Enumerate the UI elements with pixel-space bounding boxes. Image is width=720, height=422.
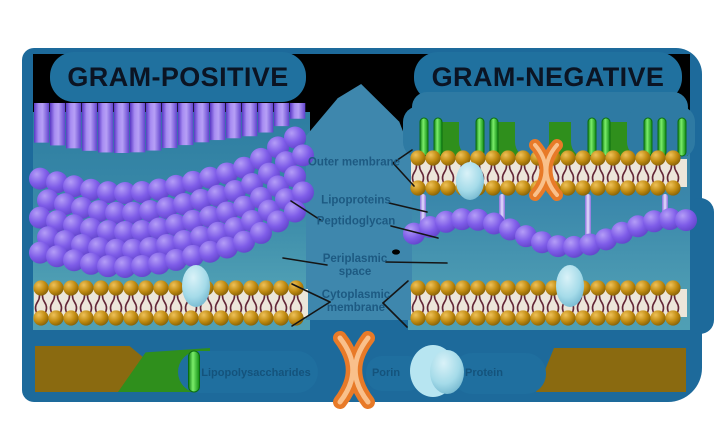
label-periplasmic-space: Periplasmic space [322, 252, 388, 278]
gn-outer-membrane-protein [456, 162, 484, 200]
legend-protein-blob [452, 353, 546, 394]
legend-porin-icon [333, 331, 375, 409]
periplasmic-dot [392, 249, 400, 255]
membrane-gn-outer [410, 150, 687, 196]
gram-positive-title: GRAM-POSITIVE [67, 61, 289, 92]
gn-peptidoglycan-chain [403, 208, 697, 258]
legend-label-protein: Protein [465, 367, 503, 379]
gram-positive-title-bubble: GRAM-POSITIVE [50, 52, 306, 102]
gp-cell-wall-columns [34, 103, 306, 153]
membrane-gn-cytoplasmic [410, 280, 687, 326]
legend-protein-icon [410, 345, 464, 397]
gp-membrane-protein [182, 265, 210, 307]
legend-label-lipopolysaccharides: Lipopolysaccharides [201, 367, 311, 379]
legend-label-porin: Porin [371, 367, 401, 379]
center-label-column [306, 84, 412, 320]
protein-ovals [182, 162, 584, 307]
bottom-brown-right [536, 348, 686, 392]
legend-lps-blob [178, 351, 318, 393]
label-outer-membrane: Outer membrane [307, 156, 401, 169]
label-lipoproteins: Lipoproteins [321, 194, 391, 207]
gp-peptidoglycan-beads [29, 126, 314, 278]
gram-negative-title: GRAM-NEGATIVE [431, 61, 665, 92]
gn-lps-strands [419, 117, 687, 157]
label-cytoplasmic-membrane: Cytoplasmic membrane [321, 288, 391, 314]
legend-lps-icon [188, 350, 200, 393]
membrane-gp-cytoplasmic [33, 280, 308, 326]
leader-lines [282, 149, 448, 328]
gn-membrane-protein [556, 265, 584, 307]
label-peptidoglycan: Peptidoglycan [316, 215, 396, 228]
porin-gn-outer [529, 139, 563, 201]
